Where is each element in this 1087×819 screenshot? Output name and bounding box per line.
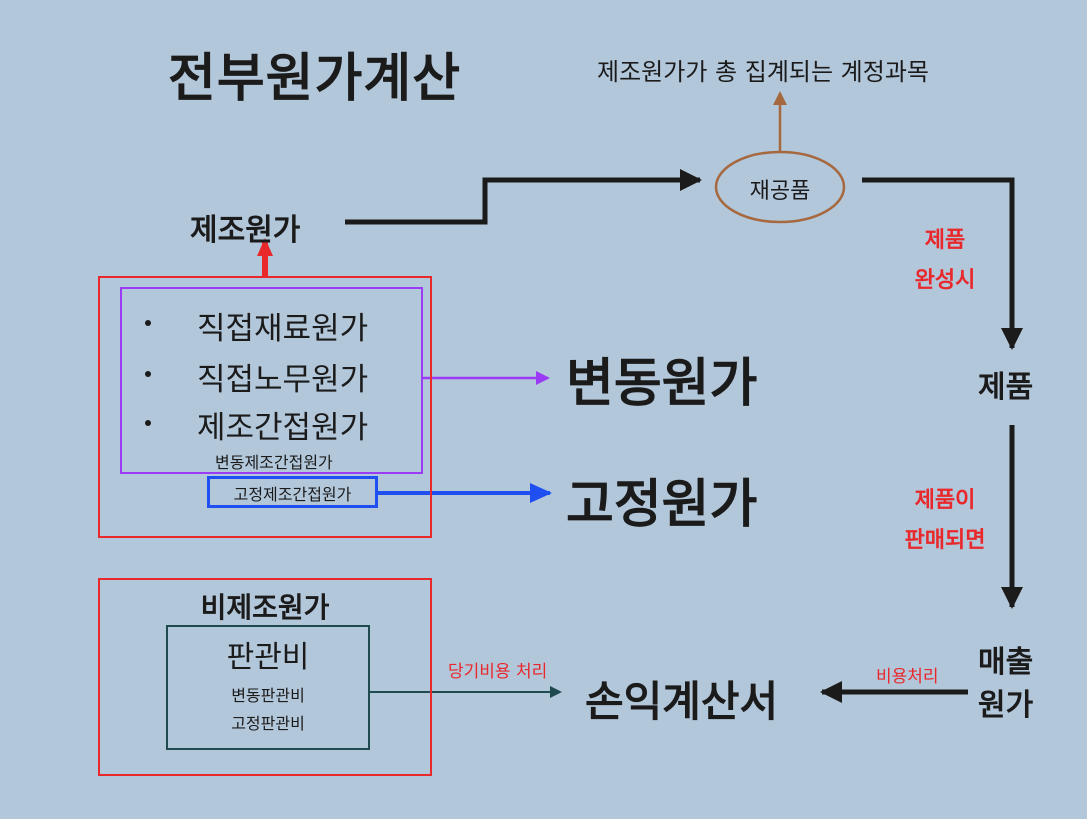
nonmfg-cost-title: 비제조원가: [200, 591, 330, 624]
sga-box: [166, 625, 370, 750]
variable-sga-label: 변동판관비: [231, 686, 305, 705]
expense-processing-label: 비용처리: [876, 667, 939, 687]
completion-label-1: 제품: [924, 228, 966, 253]
variable-overhead-label: 변동제조간접원가: [215, 453, 333, 472]
variable-cost-label: 변동원가: [566, 354, 758, 414]
arrow-mfgcost-to-wip: [345, 169, 702, 225]
mfg-overhead-item: 제조간접원가: [197, 410, 369, 446]
fixed-sga-label: 고정판관비: [231, 714, 305, 733]
mfg-cost-box: [98, 276, 432, 538]
mfg-cost-label: 제조원가: [190, 213, 301, 248]
direct-material-item: 직접재료원가: [197, 311, 369, 347]
income-statement-label: 손익계산서: [585, 677, 779, 726]
sold-label-1: 제품이: [914, 488, 976, 513]
cogs-label-line1: 매출: [978, 645, 1034, 680]
sga-label: 판관비: [226, 640, 310, 675]
sold-label-2: 판매되면: [904, 528, 986, 553]
completion-label-2: 완성시: [914, 268, 976, 293]
bullet-icon: [145, 320, 151, 326]
arrow-wip-to-product: [862, 177, 1023, 350]
variable-cost-group: [120, 287, 423, 474]
fixed-overhead-label: 고정제조간접원가: [233, 485, 352, 504]
nonmfg-cost-box: [98, 578, 432, 776]
top-note: 제조원가가 총 집계되는 계정과목: [597, 58, 930, 86]
fixed-overhead-box: [207, 476, 378, 508]
bullet-icon: [145, 420, 151, 426]
product-label: 제품: [978, 370, 1034, 405]
cogs-label-line2: 원가: [978, 688, 1034, 723]
page-title: 전부원가계산: [168, 49, 462, 109]
period-expense-label: 당기비용 처리: [448, 662, 548, 682]
direct-labor-item: 직접노무원가: [197, 362, 369, 398]
fixed-cost-label: 고정원가: [566, 475, 758, 535]
wip-label: 재공품: [749, 179, 811, 204]
bullet-icon: [145, 371, 151, 377]
wip-ellipse: [714, 150, 846, 224]
